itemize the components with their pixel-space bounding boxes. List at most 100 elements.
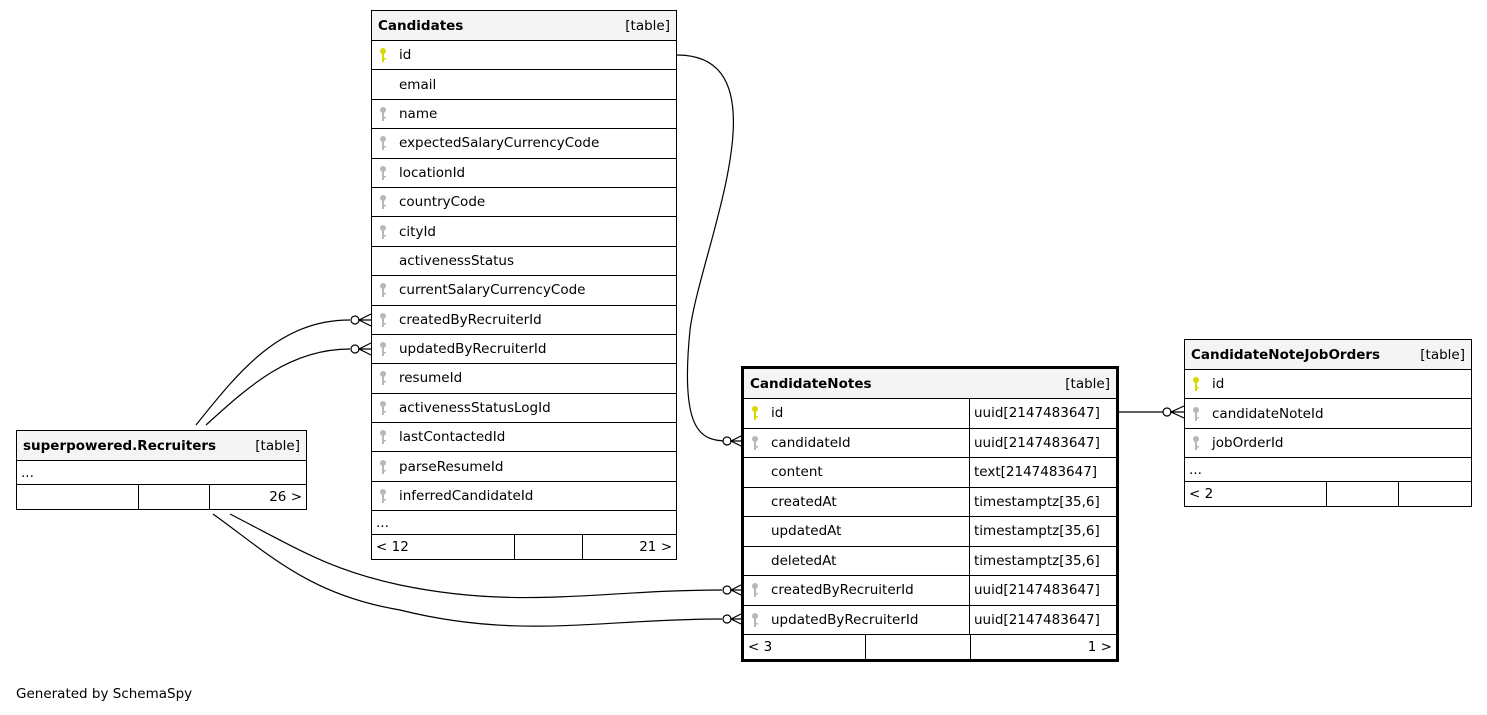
column-name: name (399, 105, 438, 122)
footer-spacer (1326, 482, 1398, 507)
column-type: uuid[2147483647] (969, 399, 1116, 428)
column-row[interactable]: candidateNoteId (1185, 399, 1471, 429)
foreign-key-icon (378, 106, 388, 122)
column-row[interactable]: inferredCandidateId (372, 482, 676, 512)
column-row[interactable]: id (372, 41, 676, 71)
table-footer: < 2 (1185, 482, 1471, 507)
column-name: updatedByRecruiterId (399, 341, 547, 358)
more-columns-indicator: ... (1185, 458, 1471, 483)
column-name-cell: email (372, 70, 676, 98)
edge-recruiters-to-notes-updatedBy (212, 513, 723, 627)
table-footer: 26 > (17, 485, 306, 509)
primary-key-icon (378, 47, 388, 63)
table-recruiters[interactable]: superpowered.Recruiters[table]...26 > (16, 430, 307, 510)
no-key-spacer (750, 553, 760, 569)
column-row[interactable]: updatedByRecruiterId (372, 335, 676, 365)
no-key-spacer (378, 77, 388, 93)
foreign-key-icon (1191, 435, 1201, 451)
column-name-cell: createdByRecruiterId (744, 576, 969, 605)
column-row[interactable]: expectedSalaryCurrencyCode (372, 129, 676, 159)
column-name: resumeId (399, 370, 463, 387)
column-row[interactable]: activenessStatusLogId (372, 394, 676, 424)
column-name-cell: lastContactedId (372, 423, 676, 451)
column-name: cityId (399, 223, 437, 240)
foreign-key-icon (750, 435, 760, 451)
column-name-cell: activenessStatus (372, 247, 676, 275)
parents-count (17, 485, 138, 509)
column-name: id (771, 405, 784, 422)
column-row[interactable]: jobOrderId (1185, 429, 1471, 459)
column-name: expectedSalaryCurrencyCode (399, 135, 600, 152)
column-name: createdByRecruiterId (399, 311, 542, 328)
column-name-cell: cityId (372, 217, 676, 245)
column-name-cell: deletedAt (744, 547, 969, 576)
column-name: createdAt (771, 493, 837, 510)
column-name-cell: inferredCandidateId (372, 482, 676, 510)
column-type: timestamptz[35,6] (969, 517, 1116, 546)
column-name: jobOrderId (1212, 434, 1284, 451)
footer-spacer (865, 635, 970, 659)
foreign-key-icon (378, 312, 388, 328)
primary-key-icon (750, 405, 760, 421)
column-row[interactable]: cityId (372, 217, 676, 247)
column-name: locationId (399, 164, 466, 181)
column-name: createdByRecruiterId (771, 582, 914, 599)
column-row[interactable]: lastContactedId (372, 423, 676, 453)
column-row[interactable]: countryCode (372, 188, 676, 218)
foreign-key-icon (378, 282, 388, 298)
column-name: deletedAt (771, 552, 837, 569)
foreign-key-icon (378, 370, 388, 386)
column-name: candidateNoteId (1212, 405, 1324, 422)
parents-count: < 3 (748, 639, 773, 655)
column-name-cell: countryCode (372, 188, 676, 216)
column-name-cell: jobOrderId (1185, 429, 1471, 457)
column-row[interactable]: activenessStatus (372, 247, 676, 277)
column-name-cell: id (372, 41, 676, 69)
column-row[interactable]: email (372, 70, 676, 100)
column-row[interactable]: parseResumeId (372, 452, 676, 482)
foreign-key-icon (378, 459, 388, 475)
no-key-spacer (750, 464, 760, 480)
column-name-cell: updatedByRecruiterId (372, 335, 676, 363)
column-name-cell: parseResumeId (372, 452, 676, 480)
column-type: uuid[2147483647] (969, 605, 1116, 634)
column-name: currentSalaryCurrencyCode (399, 282, 586, 299)
footer-spacer (514, 535, 582, 560)
foreign-key-icon (378, 194, 388, 210)
column-name-cell: locationId (372, 159, 676, 187)
column-row[interactable]: resumeId (372, 364, 676, 394)
column-name-cell: candidateNoteId (1185, 399, 1471, 427)
edge-recruiters-to-candidates-updatedBy (205, 348, 351, 426)
column-name-cell: updatedByRecruiterId (744, 606, 969, 635)
no-key-spacer (378, 253, 388, 269)
children-count: 1 > (970, 635, 1116, 659)
column-row[interactable]: currentSalaryCurrencyCode (372, 276, 676, 306)
column-row[interactable]: id (1185, 370, 1471, 400)
foreign-key-icon (750, 612, 760, 628)
column-type: uuid[2147483647] (969, 428, 1116, 457)
table-name: superpowered.Recruiters (23, 437, 217, 454)
column-row[interactable]: createdByRecruiterId (372, 306, 676, 335)
column-name-cell: createdByRecruiterId (372, 306, 676, 334)
primary-key-icon (1191, 376, 1201, 392)
column-row[interactable]: locationId (372, 159, 676, 188)
table-type-label: [table] (625, 17, 670, 34)
column-row[interactable]: name (372, 100, 676, 130)
column-name: activenessStatusLogId (399, 399, 551, 416)
table-type-label: [table] (1065, 375, 1110, 392)
more-columns-indicator: ... (17, 461, 306, 485)
table-name: CandidateNotes (750, 375, 872, 392)
column-name-cell: expectedSalaryCurrencyCode (372, 129, 676, 157)
column-row[interactable]: id uuid[2147483647] (744, 399, 1116, 429)
